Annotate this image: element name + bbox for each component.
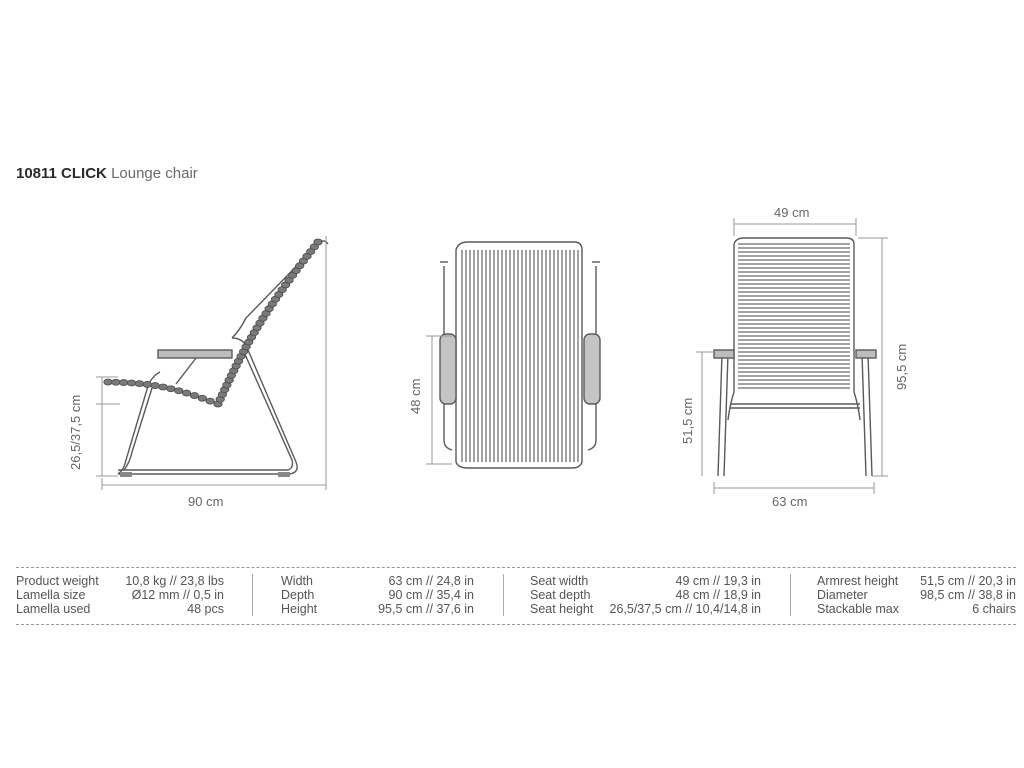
lamella-bead — [197, 394, 207, 402]
back-seat-width-label: 49 cm — [774, 205, 809, 220]
lamella-bead — [166, 385, 176, 393]
spec-table-bottom-rule — [16, 624, 1016, 625]
lamella-bead — [158, 383, 168, 391]
side-dimension-lines — [96, 236, 327, 490]
lamella-bead — [119, 379, 129, 386]
lamella-bead — [181, 389, 192, 397]
lamella-bead — [126, 379, 137, 387]
back-dimension-lines — [696, 218, 888, 494]
lamella-bead — [103, 378, 113, 386]
product-code: 10811 CLICK — [16, 165, 107, 182]
page-title: 10811 CLICK Lounge chair — [16, 165, 198, 182]
spec-separator — [252, 574, 253, 616]
front-dimension-lines — [426, 335, 452, 465]
back-height-label: 95,5 cm — [894, 344, 909, 390]
lamella-bead — [142, 381, 152, 388]
front-seat-depth-label: 48 cm — [408, 379, 423, 414]
back-view-drawing — [713, 237, 877, 477]
side-depth-label: 90 cm — [188, 494, 223, 509]
side-seat-height-label: 26,5/37,5 cm — [68, 395, 83, 470]
lamella-bead — [134, 380, 145, 387]
lamella-bead — [205, 397, 215, 405]
lamella-bead — [313, 238, 323, 246]
spec-separator — [790, 574, 791, 616]
back-width-label: 63 cm — [772, 494, 807, 509]
spec-separator — [503, 574, 504, 616]
spec-table-top-rule — [16, 567, 1016, 568]
side-view-drawing — [117, 240, 329, 477]
back-view-lamellas — [738, 243, 850, 389]
lamella-bead — [174, 387, 184, 395]
product-name: Lounge chair — [111, 165, 198, 182]
side-view-lamellas — [103, 238, 323, 408]
front-view-lamellas — [461, 250, 579, 462]
back-armrest-height-label: 51,5 cm — [680, 398, 695, 444]
front-view-drawing — [439, 241, 601, 469]
lamella-bead — [150, 382, 160, 389]
lamella-bead — [111, 378, 121, 386]
lamella-bead — [189, 392, 200, 399]
